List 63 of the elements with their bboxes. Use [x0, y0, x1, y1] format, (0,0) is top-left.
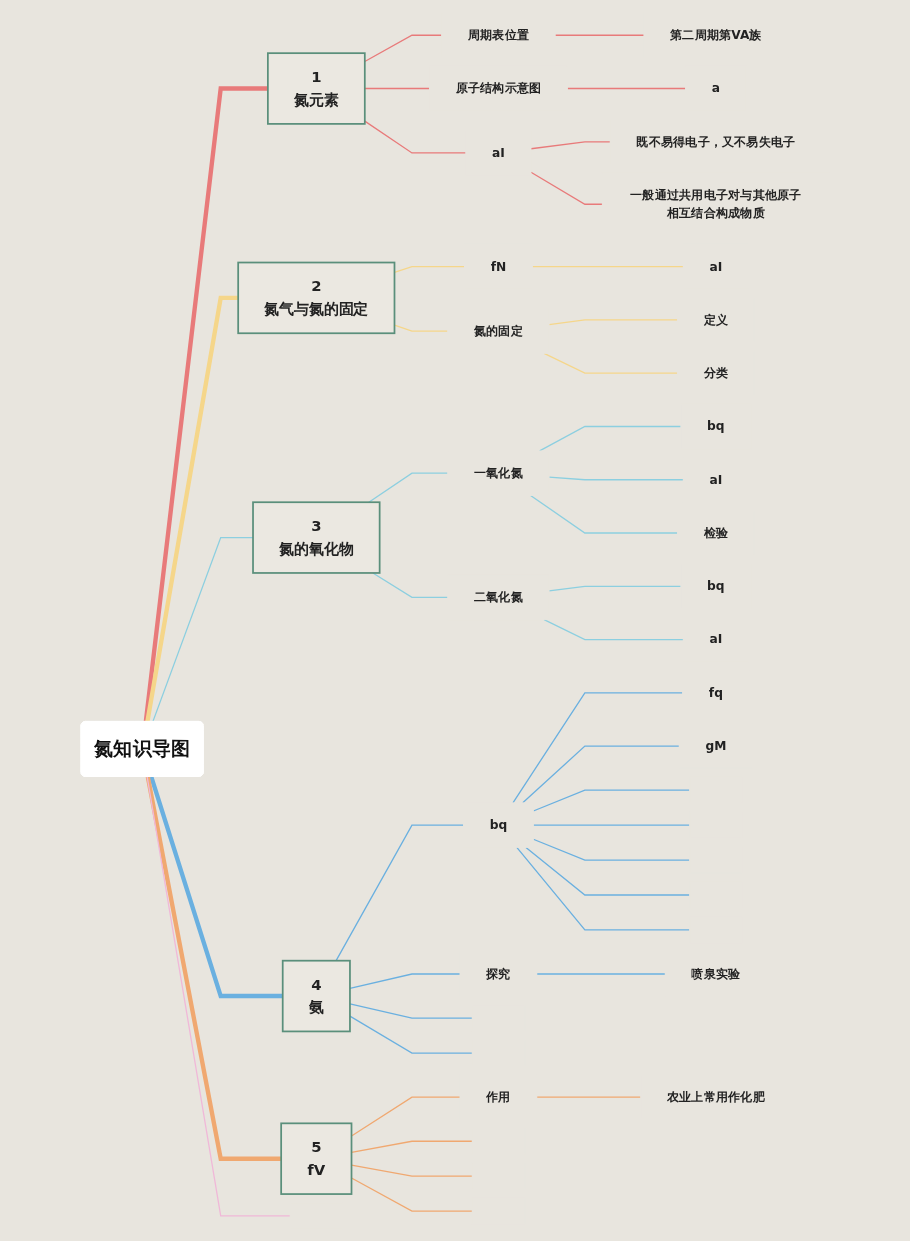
node-text: a	[711, 80, 720, 95]
connector	[146, 775, 291, 1217]
connector	[530, 171, 603, 205]
connector	[349, 1014, 473, 1054]
connector	[145, 295, 238, 722]
connector	[554, 34, 645, 36]
connector	[530, 140, 611, 149]
node-box: 4 氨	[281, 959, 351, 1032]
node-text: aI	[709, 471, 723, 486]
connector	[566, 87, 686, 89]
node-text: 氮的固定	[473, 323, 523, 338]
connector	[521, 744, 680, 803]
connector	[548, 475, 684, 480]
connector	[335, 823, 464, 961]
node-text: 检验	[703, 525, 728, 540]
node-text: 一般通过共用电子对与其他原子相互结合构成物质	[630, 187, 802, 220]
connector	[363, 120, 467, 154]
connector	[512, 691, 684, 803]
node-text: fN	[490, 258, 506, 273]
node-text: 定义	[703, 312, 728, 326]
connector	[349, 972, 461, 989]
node-text: 作用	[485, 1089, 511, 1104]
connector	[368, 472, 449, 503]
connector	[536, 1096, 642, 1098]
connector	[543, 352, 678, 374]
node-text: gM	[705, 738, 727, 753]
node-text: 周期表位置	[467, 27, 529, 42]
connector	[143, 85, 268, 722]
connector	[349, 1002, 473, 1019]
node-box: 1 氮元素	[266, 51, 366, 125]
connector	[525, 846, 691, 896]
node-box: 2 氮气与氮的固定	[237, 261, 396, 334]
node-text: fq	[708, 684, 723, 699]
connector	[149, 775, 283, 998]
connector	[536, 972, 666, 975]
node-text: bq	[706, 578, 725, 593]
node-text: 既不易得电子，又不易失电子	[636, 133, 796, 148]
node-text: 第二周期第VA族	[669, 27, 762, 42]
node-text: aI	[709, 631, 723, 646]
connector	[548, 318, 678, 325]
node-text: 二氧化氮	[473, 589, 523, 604]
connector	[145, 775, 281, 1161]
node-text: 喷泉实验	[691, 966, 741, 981]
connector	[548, 585, 682, 592]
node-text: aI	[491, 145, 505, 159]
connector	[532, 789, 691, 812]
connector	[532, 823, 691, 826]
node-text: 农业上常用作化肥	[666, 1089, 765, 1104]
node-text: bq	[489, 817, 507, 832]
node-box: 3 氮的氧化物	[251, 500, 381, 574]
node-text: 原子结构示意图	[455, 80, 542, 95]
node-box: 5 fV	[280, 1121, 353, 1195]
node-text: 一氧化氮	[473, 465, 523, 480]
node-text: bq	[706, 418, 725, 433]
connector	[529, 494, 678, 534]
connector	[543, 618, 684, 640]
node-text: 探究	[485, 966, 511, 981]
connector	[372, 571, 449, 598]
connector	[532, 838, 691, 861]
connector	[531, 265, 684, 267]
node-text: aI	[709, 258, 723, 273]
node-text: 分类	[703, 365, 728, 380]
connector	[515, 846, 691, 931]
